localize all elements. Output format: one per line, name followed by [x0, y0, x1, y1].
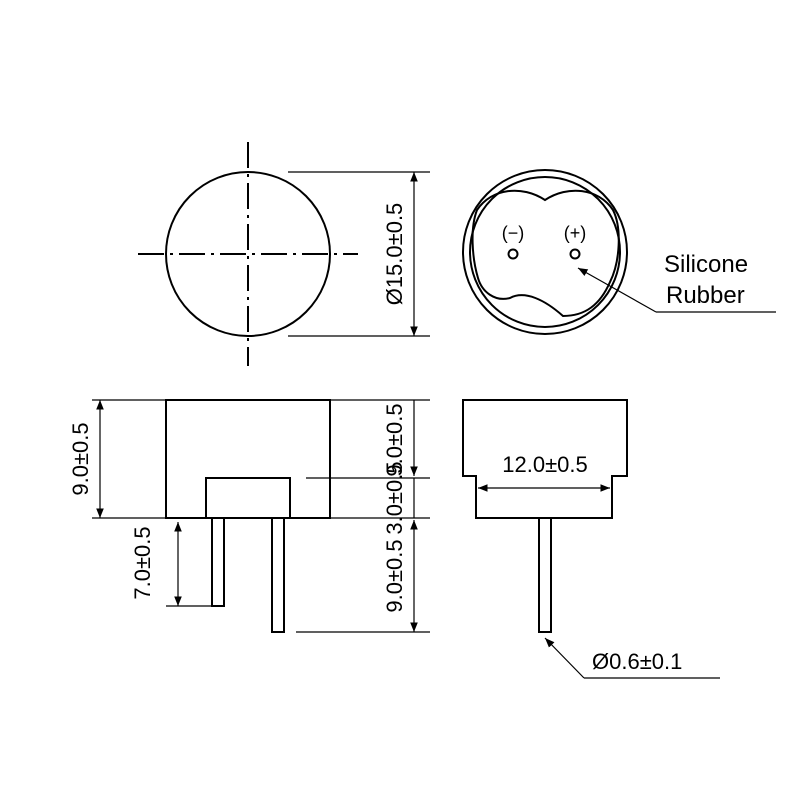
diameter-label: Ø15.0±0.5	[382, 203, 407, 306]
bottom-view-outer-ring	[462, 169, 628, 335]
long-lead	[271, 517, 285, 633]
long-lead-dimension: 9.0±0.5	[296, 520, 430, 633]
positive-pin-hole	[569, 248, 581, 260]
negative-pin-hole	[507, 248, 519, 260]
side-view	[165, 399, 331, 633]
lead-spacing-dimension: 12.0±0.5	[478, 452, 610, 492]
silicone-rubber-callout: Silicone Rubber	[577, 251, 776, 313]
diameter-dimension: Ø15.0±0.5	[288, 171, 430, 337]
body-upper-label: 9.0±0.5	[382, 403, 407, 476]
step-height-dimension: 9.0±0.5 3.0±0.5	[306, 399, 430, 535]
short-lead	[211, 517, 225, 607]
body-height-label: 9.0±0.5	[68, 422, 93, 495]
short-lead-label: 7.0±0.5	[130, 526, 155, 599]
lead-spacing-label: 12.0±0.5	[502, 452, 587, 477]
silicone-rubber-shape	[471, 189, 620, 318]
front-view-body	[462, 399, 628, 519]
leader-line	[577, 267, 657, 313]
top-view-outline	[165, 171, 331, 337]
rubber-label: Rubber	[666, 282, 745, 309]
negative-terminal-symbol: (−)	[502, 223, 525, 243]
bottom-view: (−) (+)	[462, 169, 628, 335]
front-view-lead	[538, 517, 552, 633]
short-lead-dimension: 7.0±0.5	[130, 522, 212, 607]
body-height-dimension: 9.0±0.5	[68, 399, 166, 519]
lead-diameter-label: Ø0.6±0.1	[592, 649, 682, 674]
lead-diameter-callout: Ø0.6±0.1	[544, 637, 720, 679]
bottom-view-inner-ring	[469, 176, 621, 328]
positive-terminal-symbol: (+)	[564, 223, 587, 243]
leader-line	[544, 637, 585, 679]
front-view	[462, 399, 628, 633]
side-view-body	[165, 399, 331, 519]
top-view	[138, 142, 358, 366]
long-lead-label: 9.0±0.5	[382, 539, 407, 612]
step-height-label: 3.0±0.5	[382, 461, 407, 534]
silicone-label: Silicone	[664, 251, 748, 278]
side-view-base-step	[205, 477, 291, 519]
